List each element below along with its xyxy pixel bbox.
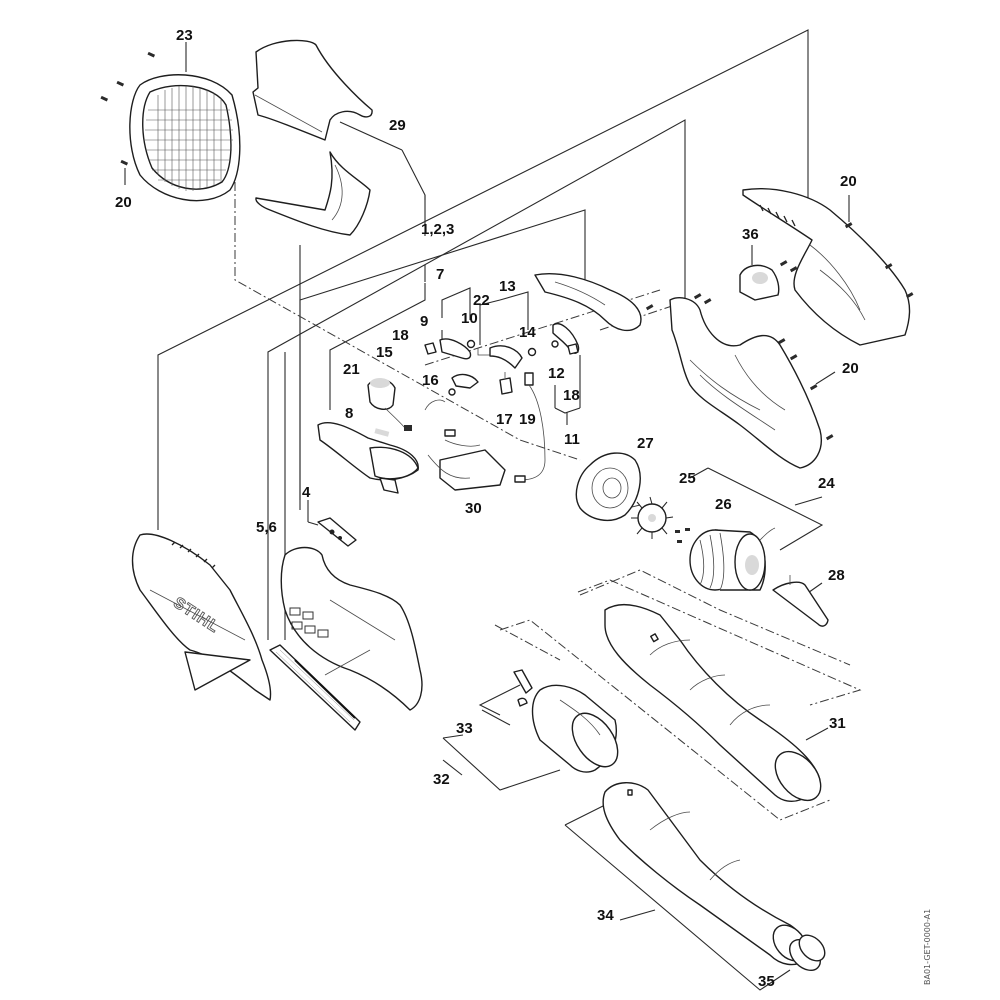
callout-35[interactable]: 35 [758,973,775,990]
part-14-spring[interactable] [527,347,537,357]
callout-21[interactable]: 21 [343,361,360,378]
drawing-code: BA01-GET-0000-A1 [923,909,932,985]
callout-16[interactable]: 16 [422,372,439,389]
callout-27[interactable]: 27 [637,435,654,452]
callout-19[interactable]: 19 [519,411,536,428]
part-35-nozzle-ring[interactable] [784,930,830,976]
callout-14[interactable]: 14 [519,324,536,341]
callout-36[interactable]: 36 [742,226,759,243]
part-29-upper-cover[interactable] [252,39,373,141]
callout-17[interactable]: 17 [496,411,513,428]
callout-12[interactable]: 12 [548,365,565,382]
callout-1-2-3[interactable]: 1,2,3 [421,221,454,238]
part-17-switch[interactable] [499,372,513,395]
callout-13[interactable]: 13 [499,278,516,295]
callout-labels: 23 29 20 1,2,3 7 9 22 10 13 14 18 15 16 … [115,27,859,990]
callout-7[interactable]: 7 [436,266,444,283]
part-13-rocker[interactable] [489,345,523,369]
callout-18[interactable]: 18 [563,387,580,404]
part-9-trigger[interactable] [439,338,472,360]
part-29-lower-cover[interactable] [255,151,371,236]
part-25-impeller[interactable] [631,496,674,539]
callout-29[interactable]: 29 [389,117,406,134]
callout-24[interactable]: 24 [818,475,835,492]
callout-30[interactable]: 30 [465,500,482,517]
callout-5-6[interactable]: 5,6 [256,519,277,536]
callout-23[interactable]: 23 [176,27,193,44]
screw-icons-right [645,195,914,441]
part-36-handle-insert[interactable] [739,245,780,301]
part-right-upper-cover[interactable] [742,188,911,346]
part-32-coupling[interactable] [531,684,627,775]
part-33-clip[interactable] [513,669,533,707]
part-5-6-decal-strip[interactable] [269,644,361,731]
part-23-intake-grille[interactable] [129,42,241,202]
callout-20[interactable]: 20 [115,194,132,211]
callout-20[interactable]: 20 [840,173,857,190]
callout-33[interactable]: 33 [456,720,473,737]
callout-10[interactable]: 10 [461,310,478,327]
part-28-cone[interactable] [772,575,829,627]
part-31-blower-tube[interactable] [604,603,830,809]
callout-32[interactable]: 32 [433,771,450,788]
callout-34[interactable]: 34 [597,907,614,924]
callout-15[interactable]: 15 [376,344,393,361]
callout-18[interactable]: 18 [392,327,409,344]
part-11-lever[interactable] [552,323,580,355]
part-10-spring[interactable] [466,339,476,349]
part-16-lock-button[interactable] [448,373,479,396]
part-22-pin[interactable] [477,348,490,356]
part-right-housing[interactable] [669,297,822,469]
callout-22[interactable]: 22 [473,292,490,309]
part-left-housing-half[interactable]: STIHL [131,533,272,701]
screw-icons-grille [100,51,156,185]
part-30-battery-electronics[interactable] [424,399,526,491]
part-34-nozzle[interactable] [602,782,813,968]
part-4-label-plate[interactable] [307,500,357,547]
callout-8[interactable]: 8 [345,405,353,422]
part-21-socket[interactable] [367,378,412,431]
callout-4[interactable]: 4 [302,484,311,501]
part-27-fan-housing[interactable] [575,452,641,522]
callout-31[interactable]: 31 [829,715,846,732]
callout-11[interactable]: 11 [564,431,580,448]
callout-9[interactable]: 9 [420,313,428,330]
part-26-screws[interactable] [675,528,690,543]
part-24-motor[interactable] [689,527,776,591]
part-center-housing-half[interactable] [280,546,423,711]
part-12-spring[interactable] [551,340,559,348]
callout-20[interactable]: 20 [842,360,859,377]
part-handle-frame[interactable] [534,273,642,332]
part-18-latch[interactable] [424,342,437,355]
callout-25[interactable]: 25 [679,470,696,487]
callout-28[interactable]: 28 [828,567,845,584]
part-8-handle-assembly[interactable] [317,421,419,494]
callout-26[interactable]: 26 [715,496,732,513]
bracket-lines [157,29,829,991]
part-19-connector[interactable] [519,372,546,481]
